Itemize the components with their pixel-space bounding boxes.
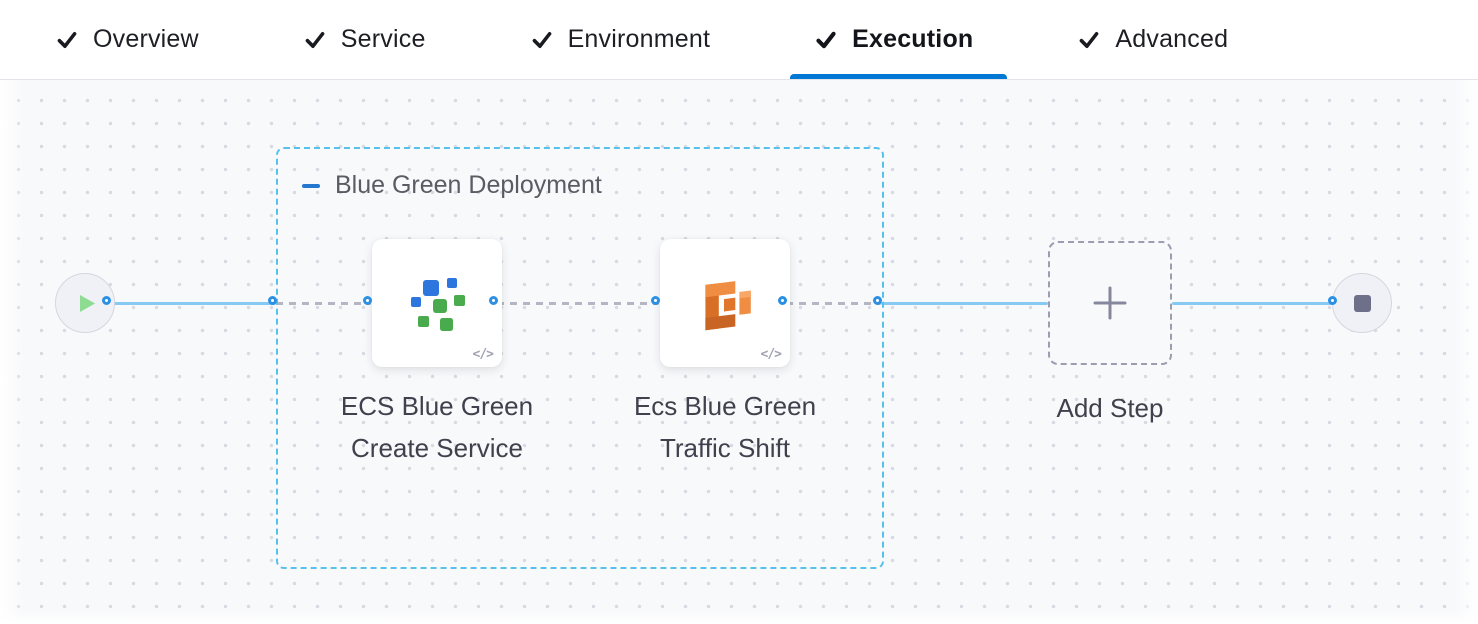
- step-label-line: Traffic Shift: [659, 433, 791, 463]
- step-group-label: Blue Green Deployment: [335, 171, 602, 199]
- add-step-label: Add Step: [1056, 393, 1164, 423]
- connector-line: [881, 302, 1048, 305]
- tab-overview[interactable]: Overview: [55, 0, 199, 79]
- check-icon: [814, 29, 838, 51]
- canvas-right-fade: [1454, 80, 1478, 623]
- code-badge: </>: [472, 347, 495, 362]
- ecs-create-service-icon: [408, 275, 466, 331]
- plus-icon: [1092, 285, 1128, 321]
- step-group-blue-green-deployment[interactable]: Blue Green Deployment: [276, 147, 884, 569]
- connector-line: [1172, 302, 1336, 305]
- step-group-header: Blue Green Deployment: [302, 171, 602, 200]
- step-node-ecs-blue-green-create-service[interactable]: </>: [372, 239, 502, 367]
- step-label: Ecs Blue Green Traffic Shift: [615, 385, 835, 469]
- connector-port[interactable]: [102, 296, 111, 305]
- canvas-left-fade: [0, 80, 24, 623]
- step-label-line: Create Service: [351, 433, 523, 463]
- tab-label: Overview: [93, 25, 199, 53]
- check-icon: [530, 29, 554, 51]
- connector-line: [276, 302, 371, 305]
- stop-icon: [1353, 294, 1371, 312]
- check-icon: [303, 29, 327, 51]
- step-label: ECS Blue Green Create Service: [322, 385, 552, 469]
- pipeline-end-node[interactable]: [1332, 273, 1392, 333]
- connector-port[interactable]: [489, 296, 498, 305]
- tab-label: Service: [340, 25, 426, 53]
- connector-line: [786, 302, 881, 305]
- tab-execution[interactable]: Execution: [790, 0, 1008, 79]
- collapse-group-icon[interactable]: [302, 183, 320, 188]
- active-tab-underline: [790, 74, 1008, 79]
- tab-advanced[interactable]: Advanced: [1077, 0, 1228, 79]
- check-icon: [1077, 29, 1101, 51]
- tab-label: Execution: [852, 25, 974, 53]
- pipeline-canvas[interactable]: Blue Green Deployment </>: [0, 80, 1478, 623]
- connector-port[interactable]: [873, 296, 882, 305]
- check-icon: [55, 29, 79, 51]
- tab-service[interactable]: Service: [303, 0, 426, 79]
- tab-environment[interactable]: Environment: [530, 0, 711, 79]
- stage-config-tabbar: Overview Service Environment Execution A…: [0, 0, 1478, 80]
- pipeline-start-node[interactable]: [55, 273, 115, 333]
- step-label-line: Ecs Blue Green: [633, 391, 817, 421]
- canvas-bottom-fade: [0, 611, 1478, 623]
- connector-line: [110, 302, 276, 305]
- connector-port[interactable]: [363, 296, 372, 305]
- tab-label: Advanced: [1115, 25, 1229, 53]
- connector-port[interactable]: [651, 296, 660, 305]
- connector-line: [497, 302, 659, 305]
- step-node-ecs-blue-green-traffic-shift[interactable]: </>: [660, 239, 790, 367]
- add-step-button[interactable]: [1048, 241, 1172, 365]
- connector-port[interactable]: [1328, 296, 1337, 305]
- connector-port[interactable]: [778, 296, 787, 305]
- tab-label: Environment: [567, 25, 711, 53]
- step-label-line: ECS Blue Green: [340, 391, 534, 421]
- play-icon: [79, 294, 96, 313]
- connector-port[interactable]: [268, 296, 277, 305]
- aws-ecs-icon: [692, 270, 758, 336]
- code-badge: </>: [760, 347, 783, 362]
